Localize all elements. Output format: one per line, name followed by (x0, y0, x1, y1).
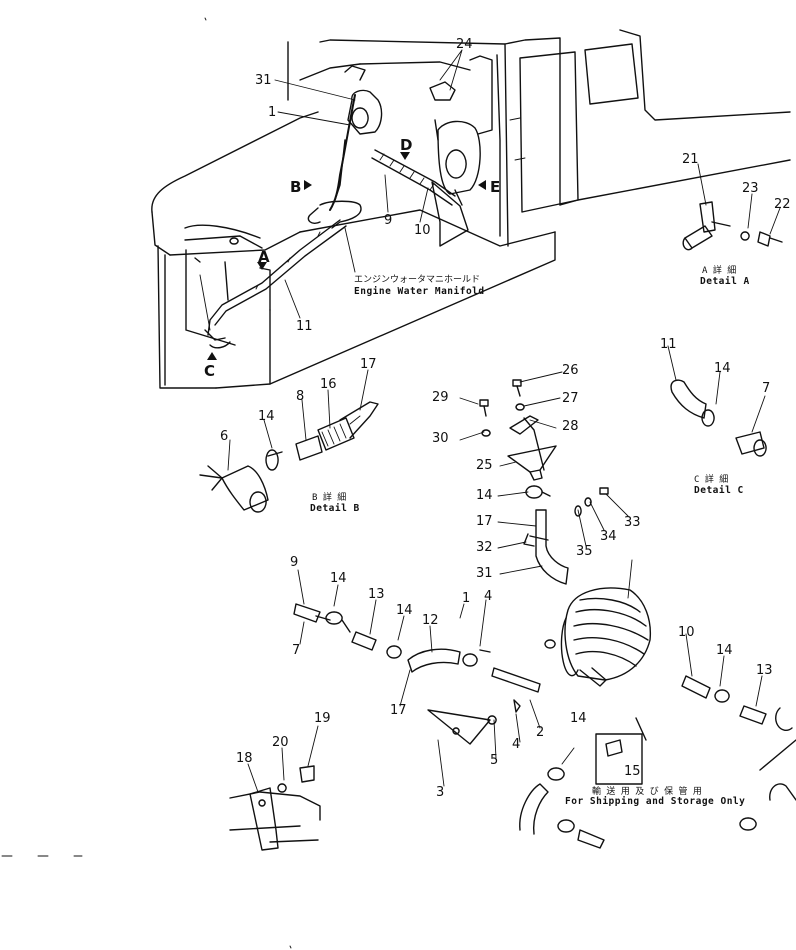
callout-10-r: 10 (678, 625, 695, 640)
callout-31-e: 31 (476, 566, 493, 581)
callout-18: 18 (236, 751, 253, 766)
callout-24: 24 (456, 37, 473, 52)
arrow-e-icon (478, 180, 486, 190)
callout-13-r: 13 (756, 663, 773, 678)
callout-4-h2: 4 (512, 737, 520, 752)
bracket-assembly: 18 20 19 (229, 711, 331, 851)
machine-overview: B E D A C 31 1 24 9 10 11 エンジンウォータマニホールド… (151, 29, 791, 389)
right-hose-assembly: 10 14 13 (678, 625, 793, 732)
callout-21: 21 (682, 152, 699, 167)
detail-b-en: Detail B (310, 503, 360, 514)
callout-35: 35 (576, 544, 593, 559)
view-label-a: A (258, 248, 270, 266)
callout-3: 3 (436, 785, 444, 800)
callout-11-c: 11 (660, 337, 677, 352)
callout-14-c: 14 (714, 361, 731, 376)
callout-17-e: 17 (476, 514, 493, 529)
arrow-b-icon (304, 180, 312, 190)
callout-31: 31 (255, 73, 272, 88)
callout-4-h1: 4 (484, 589, 492, 604)
callout-1-h: 1 (462, 591, 470, 606)
callout-26: 26 (562, 363, 579, 378)
callout-14-h2: 14 (396, 603, 413, 618)
heater-parts: 26 29 27 30 28 25 14 17 32 31 33 34 35 (432, 363, 641, 585)
scan-marks (1, 17, 292, 949)
shipping-note-jp: 輸 送 用 及 び 保 管 用 (592, 785, 702, 797)
callout-14-b: 14 (258, 409, 275, 424)
arrow-a-icon (257, 262, 267, 270)
callout-2: 2 (536, 725, 544, 740)
callout-33: 33 (624, 515, 641, 530)
arrow-d-icon (400, 152, 410, 160)
engine-cover (151, 111, 556, 389)
detail-a-en: Detail A (700, 276, 750, 287)
callout-27: 27 (562, 391, 579, 406)
hose-assembly: 9 14 13 14 12 1 4 7 17 2 4 5 3 (290, 555, 544, 800)
view-label-b: B (290, 178, 301, 196)
callout-9-h: 9 (290, 555, 298, 570)
callout-15: 15 (624, 764, 641, 779)
callout-10: 10 (414, 223, 431, 238)
callout-7-h: 7 (292, 643, 300, 658)
callout-7-c: 7 (762, 381, 770, 396)
shipping-parts: 14 15 輸 送 用 及 び 保 管 用 For Shipping and S… (519, 711, 796, 849)
callout-22: 22 (774, 197, 791, 212)
view-label-d: D (400, 136, 412, 154)
view-arrows: B E D A C (204, 136, 500, 380)
callout-28: 28 (562, 419, 579, 434)
callout-17-b: 17 (360, 357, 377, 372)
callout-9: 9 (384, 213, 392, 228)
view-label-e: E (490, 178, 500, 196)
callout-23: 23 (742, 181, 759, 196)
detail-c: 11 14 7 C 詳 細 Detail C (660, 337, 770, 496)
callout-1: 1 (268, 105, 276, 120)
manifold-caption-en: Engine Water Manifold (354, 286, 485, 297)
arrow-c-icon (207, 352, 217, 360)
callout-13-h: 13 (368, 587, 385, 602)
callout-12: 12 (422, 613, 439, 628)
coolant-lines (204, 65, 481, 349)
detail-a-jp: A 詳 細 (702, 264, 736, 276)
callout-11: 11 (296, 319, 313, 334)
callout-34: 34 (600, 529, 617, 544)
callout-30: 30 (432, 431, 449, 446)
detail-b: 14 8 16 17 6 B 詳 細 Detail B (199, 357, 379, 514)
detail-b-jp: B 詳 細 (312, 491, 346, 503)
manifold-caption-jp: エンジンウォータマニホールド (354, 274, 480, 285)
shipping-note-en: For Shipping and Storage Only (565, 796, 745, 807)
detail-c-en: Detail C (694, 485, 744, 496)
detail-c-jp: C 詳 細 (694, 473, 728, 485)
callout-17-h: 17 (390, 703, 407, 718)
callout-14-e: 14 (476, 488, 493, 503)
callout-29: 29 (432, 390, 449, 405)
callout-5: 5 (490, 753, 498, 768)
callout-16: 16 (320, 377, 337, 392)
detail-a: 21 23 22 A 詳 細 Detail A (682, 152, 791, 287)
callout-8: 8 (296, 389, 304, 404)
callout-14-r: 14 (716, 643, 733, 658)
callout-25: 25 (476, 458, 493, 473)
callout-19: 19 (314, 711, 331, 726)
callout-14-h1: 14 (330, 571, 347, 586)
heater-core (544, 559, 652, 687)
view-label-c: C (204, 362, 215, 380)
callout-14-s: 14 (570, 711, 587, 726)
operator-cab (287, 29, 791, 247)
callout-32: 32 (476, 540, 493, 555)
callout-6: 6 (220, 429, 228, 444)
overview-leaders (274, 49, 463, 319)
callout-20: 20 (272, 735, 289, 750)
